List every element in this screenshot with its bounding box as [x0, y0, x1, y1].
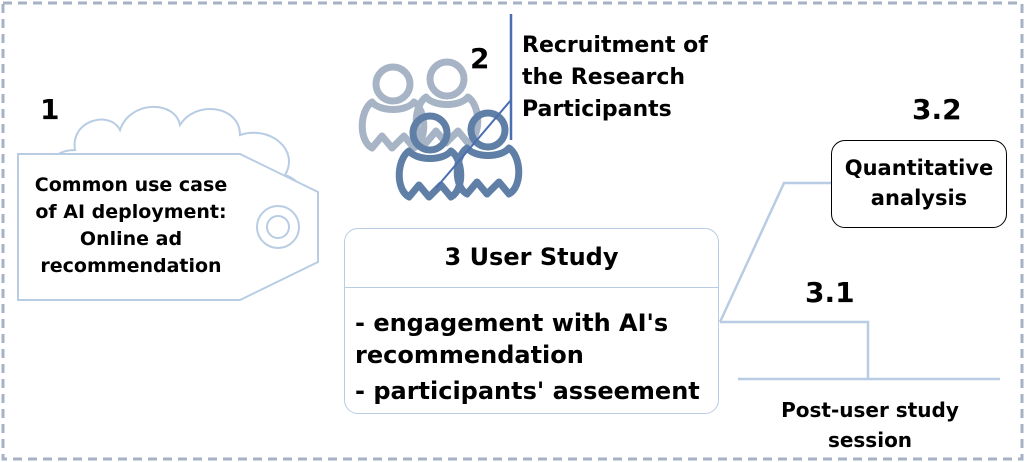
user-study-item-1-line-1: - engagement with AI's [355, 309, 669, 337]
label-number-3-2: 3.2 [912, 93, 962, 126]
quantitative-line-2: analysis [870, 186, 968, 210]
user-study-item-2: - participants' asseement [355, 377, 700, 405]
use-case-line-4: recommendation [40, 255, 222, 277]
post-session-label: Post-user study session [752, 395, 988, 455]
use-case-line-3: Online ad [79, 228, 183, 250]
post-session-line-2: session [827, 428, 913, 452]
recruitment-line-3: Participants [522, 97, 672, 122]
recruitment-label: Recruitment of the Research Participants [522, 30, 708, 126]
use-case-line-2: of AI deployment: [35, 201, 227, 223]
price-tag-icon [17, 153, 319, 301]
people-group-icon [358, 58, 523, 201]
label-number-1: 1 [40, 93, 60, 126]
user-study-box: 3 User Study - engagement with AI's reco… [344, 228, 719, 414]
quantitative-analysis-box: Quantitative analysis [831, 140, 1007, 228]
use-case-line-1: Common use case [34, 174, 228, 196]
tag-hole-inner [266, 215, 290, 239]
quantitative-label: Quantitative analysis [832, 153, 1006, 213]
user-study-divider [345, 287, 718, 288]
recruitment-diagonal [435, 99, 512, 189]
recruitment-line-1: Recruitment of [522, 33, 708, 58]
quantitative-line-1: Quantitative [844, 156, 994, 180]
user-study-title: 3 User Study [444, 243, 619, 271]
people-back-row [358, 58, 482, 152]
recruitment-line-2: the Research [522, 65, 686, 90]
use-case-label: Common use case of AI deployment: Online… [20, 172, 242, 280]
label-number-3-1: 3.1 [805, 276, 855, 309]
connector-to-post-session [720, 320, 870, 379]
people-front-row [395, 109, 523, 201]
connector-to-quantitative [718, 181, 831, 323]
post-session-line-1: Post-user study [781, 398, 959, 422]
label-number-2: 2 [470, 42, 490, 75]
user-study-item-1-line-2: recommendation [355, 341, 584, 369]
